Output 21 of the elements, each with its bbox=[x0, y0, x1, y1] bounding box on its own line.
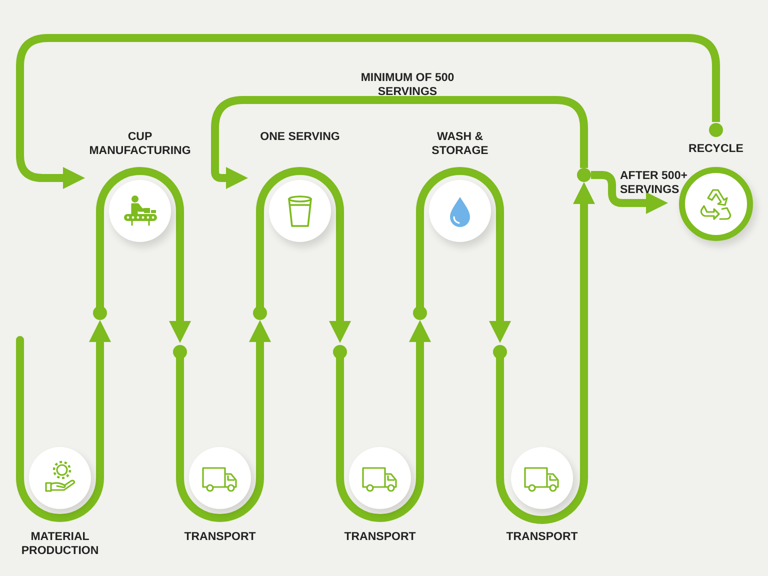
stage-label: ONE SERVING bbox=[260, 130, 340, 144]
stage-label: MATERIAL PRODUCTION bbox=[20, 530, 100, 558]
flow-arrow bbox=[16, 34, 720, 189]
flow-arrow bbox=[591, 171, 668, 214]
stage-label: CUP MANUFACTURING bbox=[88, 130, 192, 158]
flow-arrow bbox=[329, 320, 351, 343]
flow-arrow bbox=[573, 182, 595, 343]
flow-arrow bbox=[211, 96, 588, 189]
flow-arrow bbox=[249, 320, 271, 343]
stage-label: WASH & STORAGE bbox=[430, 130, 490, 158]
flow-arrow bbox=[489, 320, 511, 343]
flow-arrow bbox=[169, 320, 191, 343]
stage-label: TRANSPORT bbox=[505, 530, 579, 544]
stage-label: TRANSPORT bbox=[183, 530, 257, 544]
edge-label: MINIMUM OF 500 SERVINGS bbox=[360, 71, 456, 99]
junction-dot bbox=[577, 168, 591, 182]
flow-arrow bbox=[89, 320, 111, 342]
edge-label: AFTER 500+ SERVINGS bbox=[620, 169, 688, 197]
stage-label: TRANSPORT bbox=[343, 530, 417, 544]
flow-arrow bbox=[409, 320, 431, 343]
stage-label: RECYCLE bbox=[688, 142, 744, 156]
